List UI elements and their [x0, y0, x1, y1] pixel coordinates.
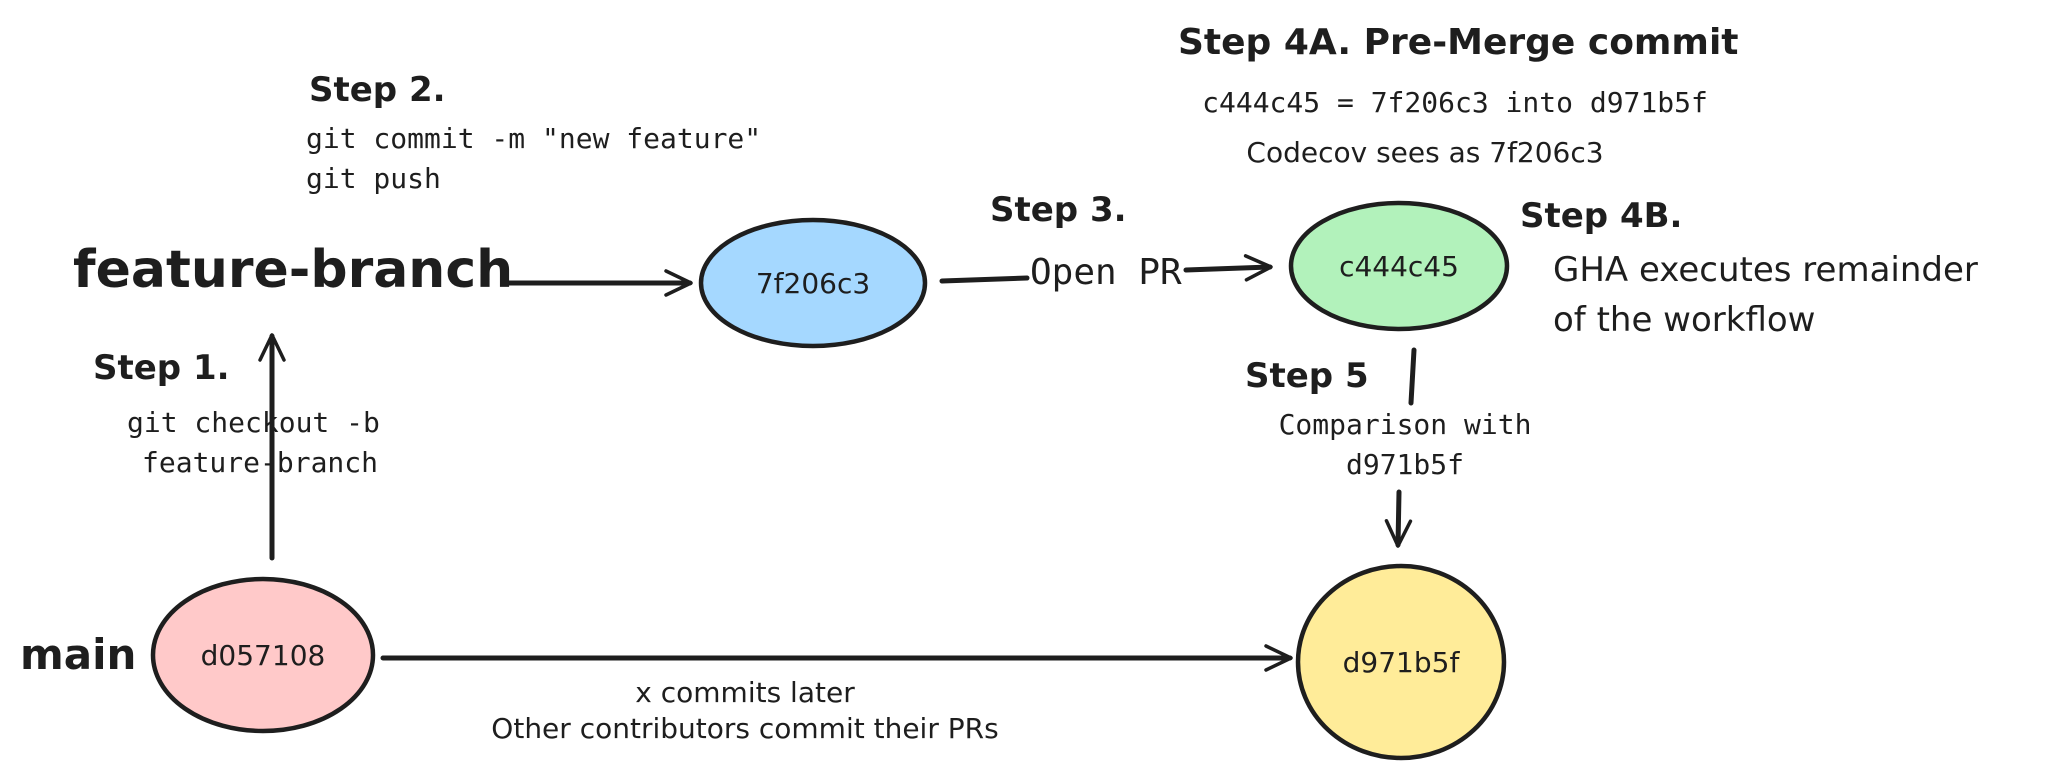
- step4a-merge-formula: c444c45 = 7f206c3 into d971b5f: [1202, 86, 1708, 119]
- main-edge-label-line-2: Other contributors commit their PRs: [491, 712, 999, 745]
- commit-node-7f206c3: 7f206c3: [698, 217, 928, 349]
- step2-command-line-1: git commit -m "new feature": [306, 122, 762, 155]
- branch-label-feature-branch: feature-branch: [73, 240, 514, 300]
- branch-label-main: main: [20, 630, 137, 679]
- step5-description-line-1: Comparison with: [1278, 408, 1532, 441]
- step5-title: Step 5: [1245, 356, 1369, 396]
- step3-edge-label-open-pr: Open PR: [1030, 252, 1182, 293]
- step3-title: Step 3.: [990, 190, 1127, 230]
- step1-command-line-1: git checkout -b: [127, 406, 380, 439]
- step1-title: Step 1.: [93, 348, 230, 388]
- step4b-description-line-1: GHA executes remainder: [1553, 250, 1978, 290]
- step4a-title: Step 4A. Pre-Merge commit: [1178, 22, 1739, 63]
- commit-node-d057108: d057108: [150, 576, 376, 734]
- arrow-openpr-to-c444c45: [1183, 254, 1273, 282]
- commit-hash-d057108: d057108: [201, 639, 326, 672]
- commit-node-d971b5f: d971b5f: [1295, 563, 1507, 761]
- arrow-c444c45-step5-upper: [1408, 347, 1417, 406]
- step5-description-line-2: d971b5f: [1345, 448, 1464, 481]
- commit-hash-7f206c3: 7f206c3: [756, 267, 870, 300]
- step4a-codecov-note: Codecov sees as 7f206c3: [1246, 136, 1604, 169]
- commit-hash-c444c45: c444c45: [1339, 250, 1459, 283]
- step1-command-line-2: feature-branch: [142, 446, 379, 479]
- step4b-description-line-2: of the workflow: [1553, 300, 1816, 340]
- commit-node-c444c45: c444c45: [1288, 200, 1510, 332]
- commit-hash-d971b5f: d971b5f: [1343, 646, 1461, 679]
- main-edge-label-line-1: x commits later: [635, 676, 855, 709]
- arrow-7f206c3-to-openpr: [939, 275, 1030, 284]
- step4b-title: Step 4B.: [1520, 196, 1683, 236]
- step2-title: Step 2.: [309, 70, 446, 110]
- arrow-step5-to-d971b5f: [1384, 489, 1413, 548]
- step2-command-line-2: git push: [306, 162, 441, 195]
